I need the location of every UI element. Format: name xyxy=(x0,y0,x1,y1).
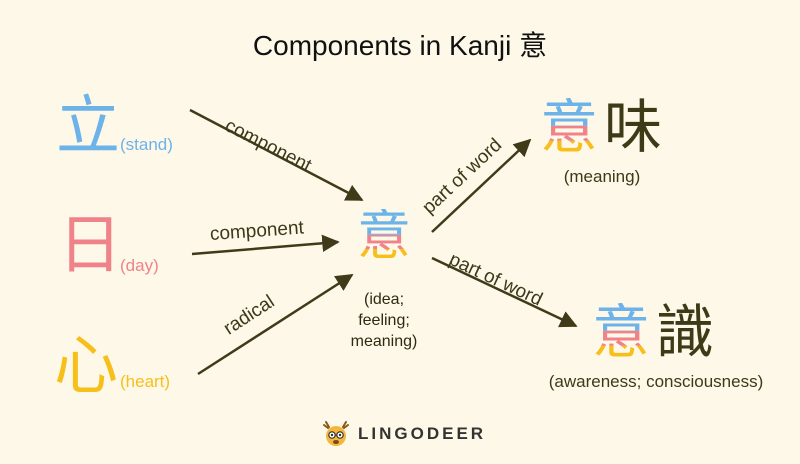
center-gloss-line: meaning) xyxy=(350,332,418,350)
word-ishiki-second: 識 xyxy=(656,298,715,366)
word-imi-first-bottom: 意 xyxy=(540,93,599,161)
word-imi-gloss: (meaning) xyxy=(563,167,641,186)
word-ishiki-gloss: (awareness; consciousness) xyxy=(548,372,764,391)
word-ishiki-first-middle: 意 xyxy=(592,298,651,366)
center-gloss-line: (idea; xyxy=(363,291,405,308)
component-gloss-stand: (stand) xyxy=(120,135,173,154)
word-imi-first-top: 意 xyxy=(540,93,599,161)
center-gloss-line: feeling; xyxy=(358,311,410,329)
arrow-heart-to-center xyxy=(197,273,354,376)
word-imi-first: 意 意 意 xyxy=(540,98,600,162)
center-kanji: 意 意 意 xyxy=(355,209,411,275)
word-ishiki-first: 意 意 意 xyxy=(592,303,652,367)
word-ishiki-first-bottom: 意 xyxy=(592,298,651,366)
arrow-center-to-ishiki xyxy=(431,256,578,328)
center-gloss: (idea; feeling; meaning) xyxy=(334,290,434,352)
brand-name: LINGODEER xyxy=(358,424,487,443)
component-kanji-day: 日 xyxy=(58,209,122,283)
component-kanji-stand: 立 xyxy=(56,90,120,164)
arrow-day-to-center xyxy=(191,234,340,256)
arrow-stand-to-center xyxy=(189,108,364,202)
component-kanji-heart: 心 xyxy=(54,330,118,404)
word-ishiki-first-top: 意 xyxy=(592,298,651,366)
center-kanji-bottom: 意 xyxy=(357,204,411,267)
deer-logo-icon xyxy=(323,421,349,446)
arrow-center-to-imi xyxy=(431,138,532,233)
center-kanji-middle: 意 xyxy=(357,204,411,267)
word-imi-second: 味 xyxy=(604,93,663,161)
component-gloss-day: (day) xyxy=(120,256,159,275)
word-imi-first-middle: 意 xyxy=(540,93,599,161)
component-gloss-heart: (heart) xyxy=(120,372,171,391)
page-title: Components in Kanji 意 xyxy=(252,30,548,61)
center-kanji-top: 意 xyxy=(357,204,411,267)
